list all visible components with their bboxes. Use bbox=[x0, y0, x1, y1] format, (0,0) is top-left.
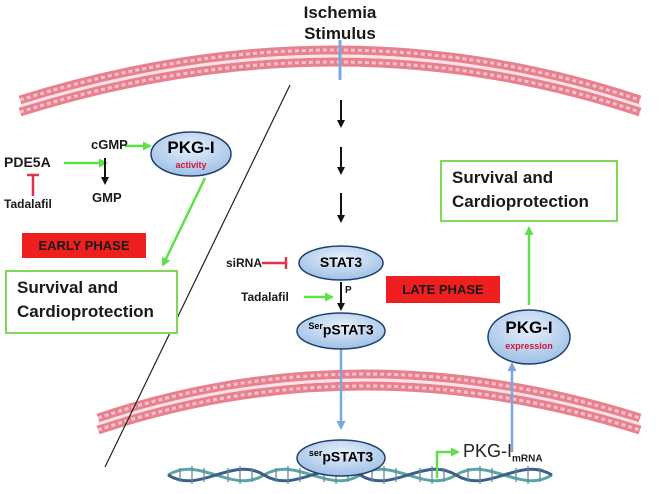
ser-prefix: Ser bbox=[308, 321, 323, 331]
late-phase-badge: LATE PHASE bbox=[386, 276, 500, 303]
pkg-activity-sub: activity bbox=[175, 160, 207, 170]
pkg-to-survival-arrow bbox=[161, 177, 207, 267]
ser-pstat3-oval bbox=[296, 312, 386, 350]
early-phase-badge: EARLY PHASE bbox=[22, 233, 146, 258]
stat3-oval bbox=[298, 245, 384, 281]
pstat3-text: pSTAT3 bbox=[322, 321, 374, 338]
pkg-mrna-label: PKG-ImRNA bbox=[463, 441, 543, 465]
tadalafil-late-label: Tadalafil bbox=[241, 290, 289, 304]
stat3-label: STAT3 bbox=[319, 254, 363, 270]
sirna-inhibit-stat3 bbox=[262, 257, 288, 269]
early-outcome-box: Survival and Cardioprotection bbox=[5, 270, 178, 334]
late-outcome-box: Survival and Cardioprotection bbox=[440, 160, 618, 222]
mrna-subscript: mRNA bbox=[512, 453, 543, 465]
tadalafil-early-label: Tadalafil bbox=[4, 197, 52, 211]
pkg-expression-sub: expression bbox=[505, 341, 553, 351]
early-outcome-line2: Cardioprotection bbox=[17, 302, 154, 321]
nuclear-pstat3-text: pSTAT3 bbox=[322, 448, 374, 465]
cgmp-label: cGMP bbox=[91, 137, 128, 152]
gmp-label: GMP bbox=[92, 190, 122, 205]
phase-divider-line bbox=[104, 84, 291, 468]
ser-pstat3-label: SerpSTAT3 bbox=[297, 321, 385, 338]
phospho-p-label: P bbox=[345, 285, 352, 296]
nuclear-membrane bbox=[96, 369, 642, 435]
pkg-activity-label: PKG-I bbox=[167, 138, 215, 157]
cell-membrane-top bbox=[18, 45, 642, 117]
pkg-expression-label: PKG-I bbox=[505, 318, 553, 337]
nuclear-pstat3-label: serpSTAT3 bbox=[297, 448, 385, 465]
tadalafil-inhibit-pde5a bbox=[27, 173, 39, 196]
stimulus-line1: Ischemia bbox=[303, 3, 377, 22]
stimulus-title: Ischemia Stimulus bbox=[280, 2, 400, 44]
late-outcome-line2: Cardioprotection bbox=[452, 192, 589, 211]
pkg-activity-oval bbox=[150, 131, 232, 177]
stimulus-line2: Stimulus bbox=[304, 24, 376, 43]
pkg-mrna-main: PKG-I bbox=[463, 441, 513, 461]
early-outcome-line1: Survival and bbox=[17, 278, 119, 297]
pde5a-label: PDE5A bbox=[4, 154, 51, 170]
pkg-expression-oval bbox=[487, 309, 571, 365]
transcription-arrow bbox=[435, 447, 460, 478]
late-outcome-line1: Survival and bbox=[452, 168, 554, 187]
ser-prefix-nuclear: ser bbox=[308, 448, 323, 458]
nuclear-pstat3-oval bbox=[296, 439, 386, 477]
sirna-label: siRNA bbox=[226, 256, 263, 270]
